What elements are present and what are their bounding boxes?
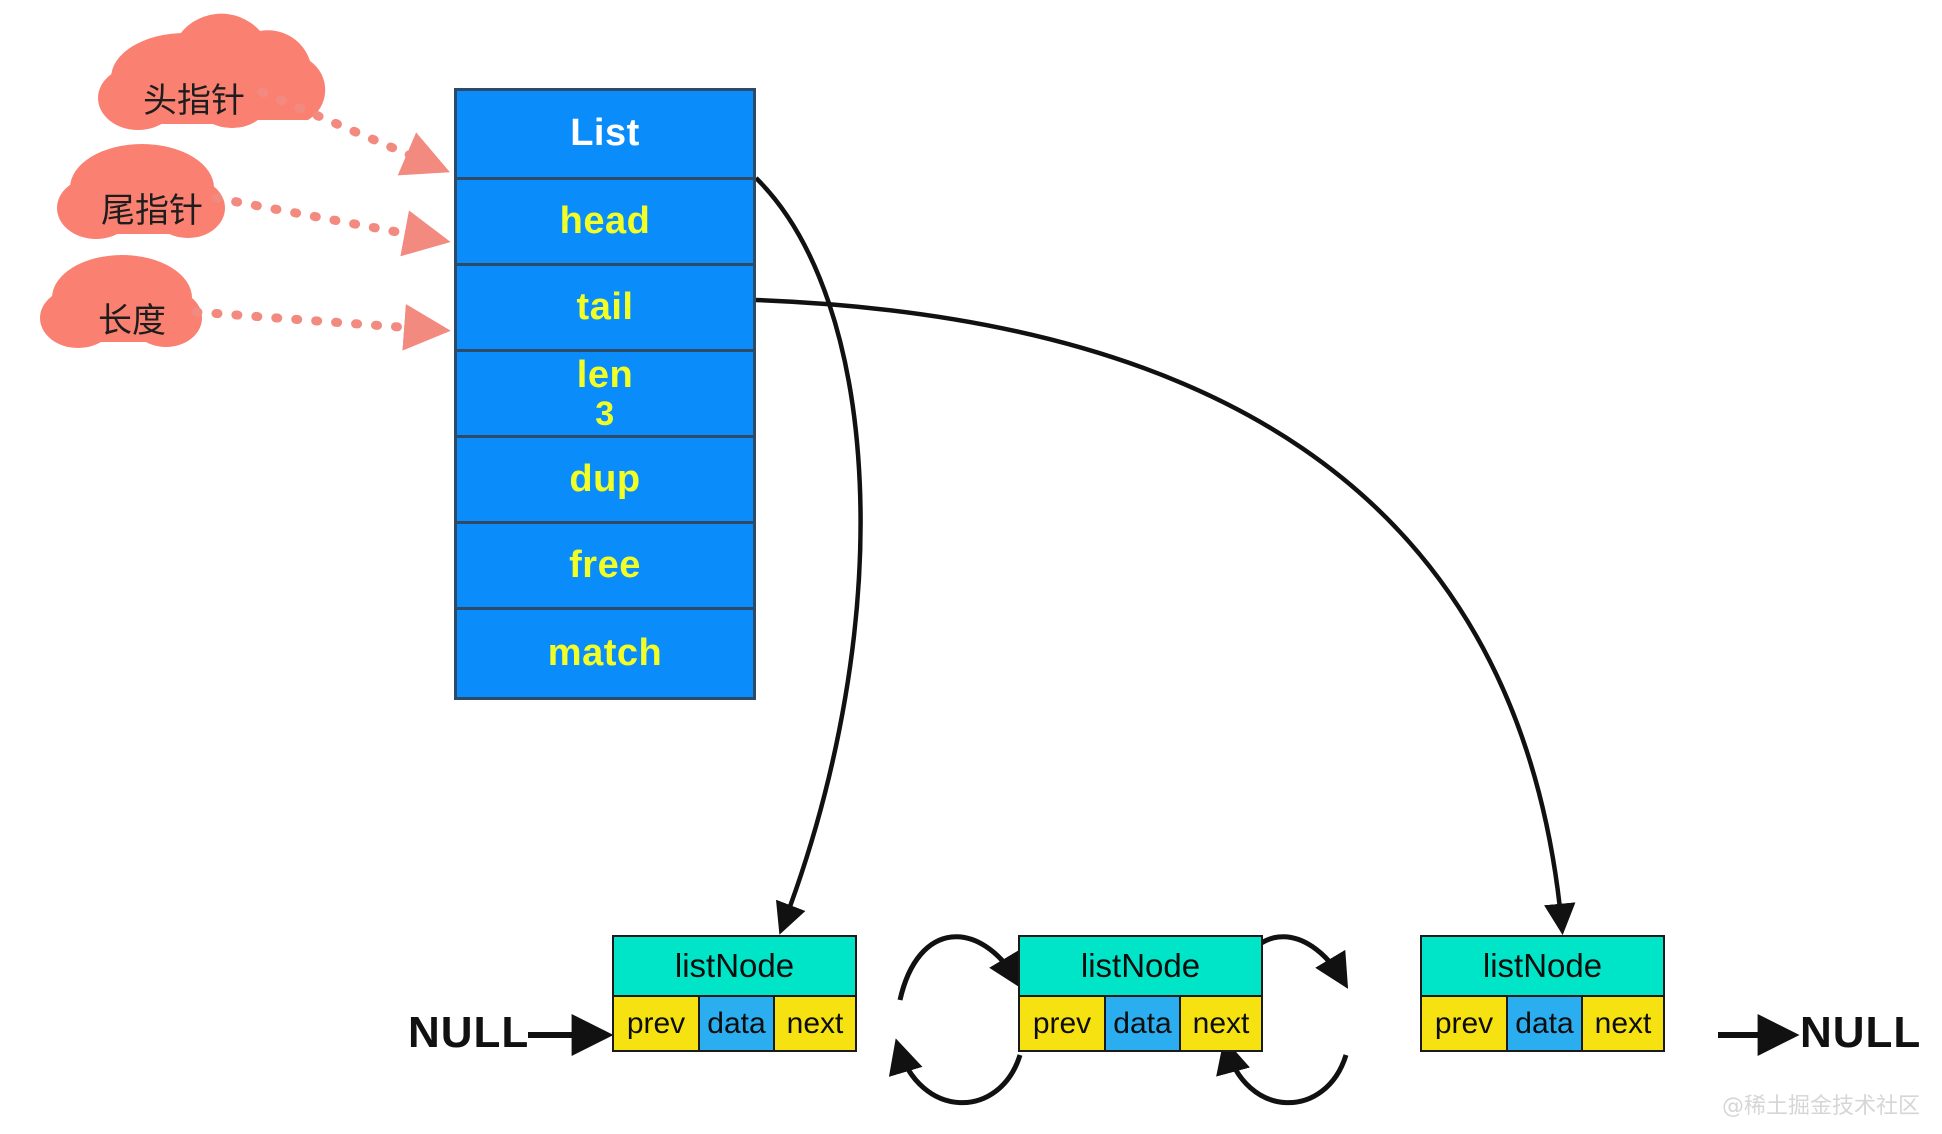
list-row-len-value: 3 [595,394,615,433]
list-node-2-data: data [1104,997,1181,1050]
cloud-label-length: 长度 [98,301,166,341]
list-row-head: head [457,177,753,263]
list-node-2-next: next [1181,997,1261,1050]
list-node-1-header: listNode [612,935,857,997]
dotted-arrow-tail [211,193,451,257]
list-node-2: listNode prev data next [1018,935,1263,1052]
list-node-2-fields: prev data next [1018,995,1263,1052]
arrow-head-to-node1 [754,176,863,935]
list-row-match-label: match [547,631,663,674]
arrow-node2-prev-to-node1 [888,1038,1023,1106]
list-node-3-header: listNode [1420,935,1665,997]
list-struct-box: List head tail len 3 dup free match [454,88,756,700]
arrow-tail-to-node3 [755,297,1576,936]
list-node-1-next: next [775,997,855,1050]
list-node-3-prev: prev [1422,997,1506,1050]
list-row-head-label: head [559,199,651,242]
watermark: @稀土掘金技术社区 [1721,1094,1920,1119]
list-row-len-label: len [576,353,634,396]
dotted-arrow-head [257,87,450,176]
arrow-node1-next-to-node2 [897,934,1023,1001]
list-row-dup-label: dup [569,457,641,500]
list-row-title-label: List [570,112,640,155]
list-node-3-next: next [1583,997,1663,1050]
list-node-3-fields: prev data next [1420,995,1665,1052]
list-node-1: listNode prev data next [612,935,857,1052]
list-row-dup: dup [457,435,753,521]
list-node-3-data: data [1506,997,1583,1050]
list-node-1-prev: prev [614,997,698,1050]
list-node-3: listNode prev data next [1420,935,1665,1052]
arrow-node3-prev-to-node2 [1216,1038,1349,1106]
list-node-2-header: listNode [1018,935,1263,997]
null-label-right: NULL [1800,1008,1922,1057]
list-node-1-data: data [698,997,775,1050]
null-label-left: NULL [408,1008,530,1057]
list-row-free: free [457,521,753,607]
list-row-tail-label: tail [576,285,634,328]
list-row-match: match [457,607,753,697]
cloud-label-tail-pointer: 尾指针 [101,191,203,231]
list-row-title: List [457,91,753,177]
list-row-tail: tail [457,263,753,349]
list-node-1-fields: prev data next [612,995,857,1052]
dotted-arrow-len [191,304,451,351]
list-row-free-label: free [569,543,641,586]
cloud-label-head-pointer: 头指针 [143,81,245,121]
list-row-len: len 3 [457,349,753,435]
list-node-2-prev: prev [1020,997,1104,1050]
